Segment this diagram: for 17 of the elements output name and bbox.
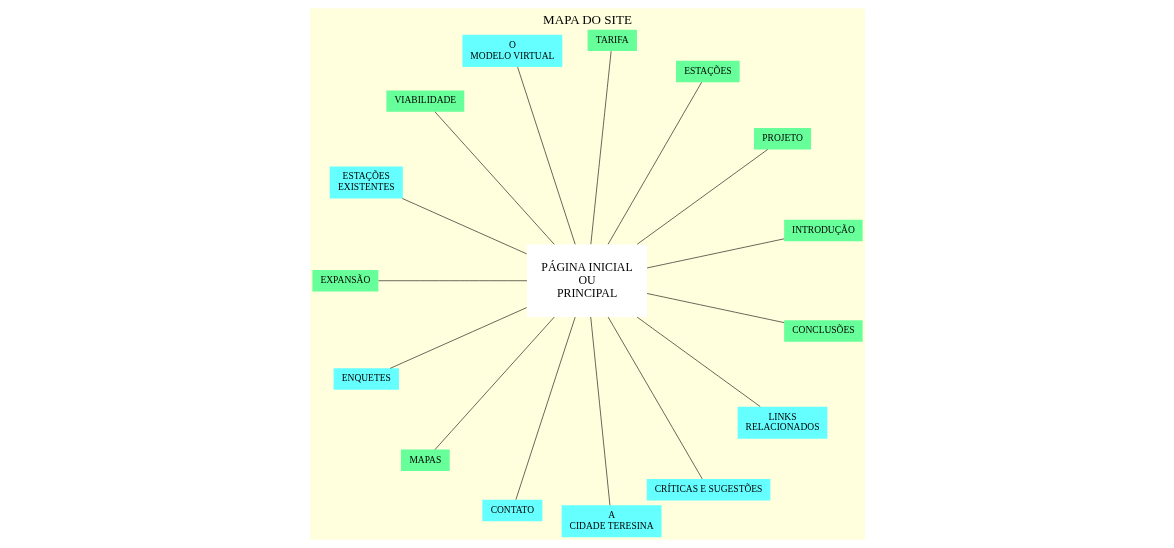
- node-box: MAPAS: [400, 449, 450, 471]
- diagram-title: MAPA DO SITE: [542, 11, 632, 27]
- node-box: PROJETO: [753, 128, 811, 150]
- node-box: CRÍTICAS E SUGESTÕES: [646, 479, 770, 501]
- node-box: CONTATO: [481, 499, 542, 522]
- node-box: ESTAÇÕES EXISTENTES: [329, 166, 403, 199]
- node-box: CONCLUSÕES: [783, 320, 863, 342]
- node-box: PÁGINA INICIAL OU PRINCIPAL: [526, 244, 647, 317]
- node-box: EXPANSÃO: [311, 270, 378, 292]
- node-box: A CIDADE TERESINA: [561, 505, 661, 538]
- node-box: ESTAÇÕES: [675, 60, 740, 83]
- node-box: TARIFA: [587, 29, 637, 52]
- node-box: INTRODUÇÃO: [783, 219, 863, 242]
- node-box: ENQUETES: [333, 368, 399, 390]
- node-box: O MODELO VIRTUAL: [461, 34, 562, 67]
- node-box: LINKS RELACIONADOS: [737, 406, 827, 439]
- node-box: VIABILIDADE: [385, 90, 464, 112]
